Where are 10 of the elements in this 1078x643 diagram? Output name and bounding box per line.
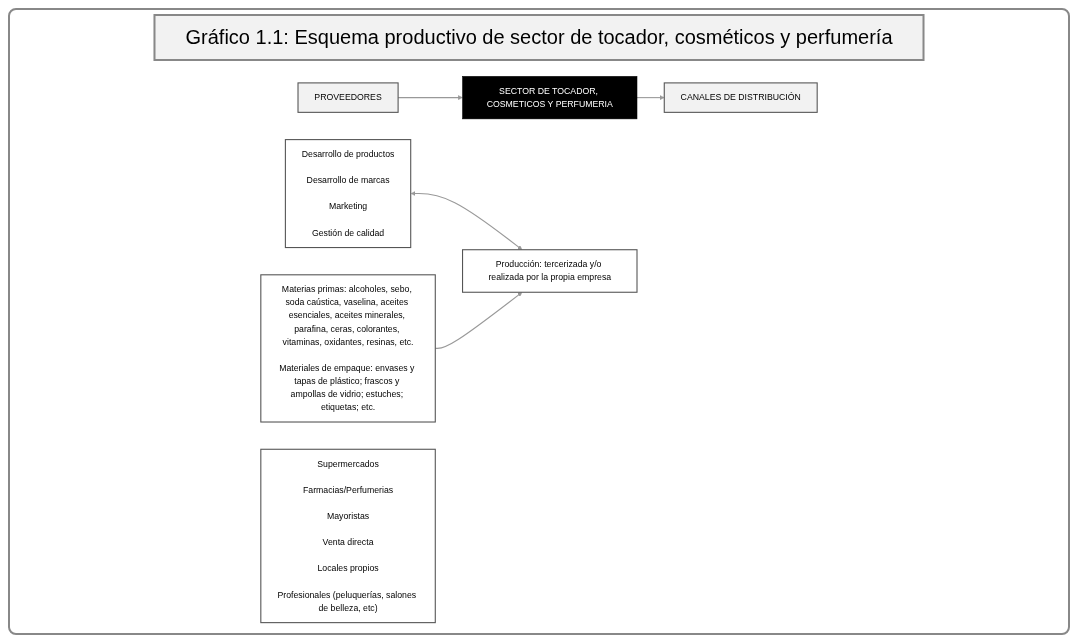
diagram-title: Gráfico 1.1: Esquema productivo de sector de tocador, cosméticos y perfumería bbox=[153, 14, 925, 61]
node-box: Supermercados Farmacias/Perfumerias Mayoristas Venta directa Locales propios Profesionales (peluquerías, salones de belleza, etc) bbox=[260, 448, 436, 624]
node-box: SECTOR DE TOCADOR, COSMETICOS Y PERFUMERIA bbox=[462, 76, 638, 120]
node-box: Materias primas: alcoholes, sebo, soda caústica, vaselina, aceites esenciales, aceites minerales, parafina, ceras, colorantes, vitaminas, oxidantes, resinas, etc. Materiales de empaque: envases y tapas de plástico; frascos y ampollas de vidrio; estuches; etiquetas; etc. bbox=[260, 274, 436, 423]
node-box: CANALES DE DISTRIBUCIÓN bbox=[663, 82, 818, 113]
node-box: PROVEEDORES bbox=[297, 82, 399, 113]
node-box: Producción: tercerizada y/o realizada por la propia empresa bbox=[462, 249, 638, 293]
node-box: Desarrollo de productos Desarrollo de marcas Marketing Gestión de calidad bbox=[284, 139, 412, 249]
arrow bbox=[636, 95, 665, 100]
arrow bbox=[410, 191, 523, 250]
